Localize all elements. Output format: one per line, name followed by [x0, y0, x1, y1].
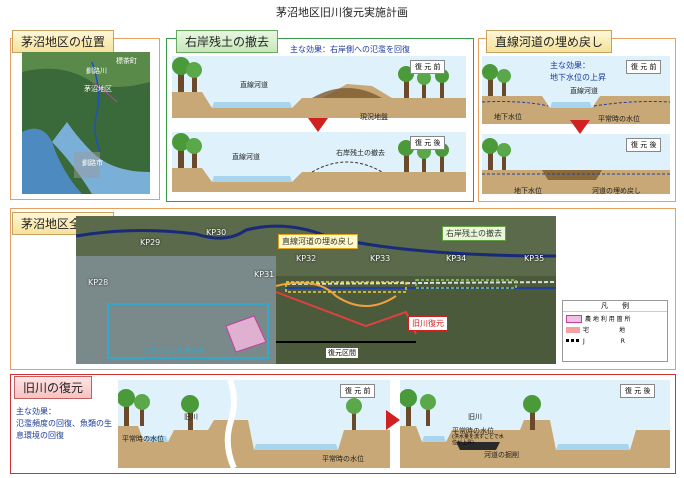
- reference-site-label: リファレンスサイト: [142, 347, 205, 355]
- down-arrow-icon: [308, 118, 328, 132]
- map-label-kayanuma: 茅沼地区: [84, 85, 112, 93]
- callout-restore-old-river: 旧川復元: [408, 316, 448, 331]
- old-river-tag: 旧川の復元: [14, 376, 93, 399]
- old-river-after-status: 復 元 後: [620, 384, 656, 398]
- overview-aerial-map: [76, 216, 556, 364]
- straight-channel-after-label-groundwater: 地下水位: [514, 187, 542, 195]
- legend-title: 凡 例: [563, 301, 667, 312]
- straight-channel-before-label-channel: 直線河道: [570, 87, 598, 95]
- legend-item-residential: 宅 地: [566, 325, 664, 334]
- old-river-after-label-excavation: 河道の掘削: [484, 451, 519, 459]
- right-bank-after-label-removal: 右岸残土の撤去: [336, 149, 385, 157]
- right-bank-after-label-channel: 直線河道: [232, 153, 260, 161]
- callout-fill-channel: 直線河道の埋め戻し: [278, 234, 358, 249]
- down-arrow-icon: [570, 120, 590, 134]
- straight-channel-tag: 直線河道の埋め戻し: [486, 30, 613, 53]
- right-bank-before-diagram: [172, 56, 466, 118]
- restoration-section-label: 復元区間: [326, 348, 358, 358]
- page-title: 茅沼地区旧川復元実施計画: [276, 6, 408, 19]
- jr-swatch: [566, 339, 580, 342]
- straight-channel-after-label-fill: 河道の埋め戻し: [592, 187, 641, 195]
- right-arrow-icon: [386, 410, 400, 430]
- old-river-before-label-old-river: 旧川: [184, 413, 198, 421]
- kp-29: KP29: [140, 238, 161, 247]
- right-bank-before-label-ground: 現況地盤: [360, 113, 388, 121]
- old-river-after-label-level: 平常時の水位: [452, 427, 494, 435]
- old-river-effect-label: 主な効果：: [16, 407, 56, 416]
- kp-33: KP33: [370, 254, 391, 263]
- legend-label-jr: J R: [583, 338, 625, 345]
- map-label-kushiro-river: 釧路川: [86, 67, 107, 75]
- straight-channel-effect-label: 主な効果：: [550, 61, 590, 70]
- old-river-after-label-note: (洪水量を流すことで水位が上昇): [452, 434, 504, 446]
- kp-30: KP30: [206, 228, 227, 237]
- right-bank-after-status: 復 元 後: [410, 136, 446, 150]
- map-label-kushiro-city: 釧路市: [82, 159, 103, 167]
- straight-channel-before-label-normal-level: 平常時の水位: [598, 115, 640, 123]
- location-tag: 茅沼地区の位置: [12, 30, 115, 53]
- straight-channel-after-status: 復 元 後: [626, 138, 662, 152]
- old-river-after-label-old-river: 旧川: [468, 413, 482, 421]
- old-river-effect: 氾濫頻度の回復、魚類の生息環境の回復: [16, 419, 112, 440]
- callout-remove-bank: 右岸残土の撤去: [442, 226, 506, 241]
- farmland-swatch: [566, 314, 582, 323]
- straight-channel-effect: 地下水位の上昇: [550, 73, 606, 82]
- residential-swatch: [566, 326, 580, 333]
- legend-label-farmland: 農 地 利 用 箇 所: [585, 316, 631, 323]
- right-bank-before-status: 復 元 前: [410, 60, 446, 74]
- right-bank-before-label-channel: 直線河道: [240, 81, 268, 89]
- location-map: [22, 52, 150, 194]
- right-bank-tag: 右岸残土の撤去: [176, 30, 279, 53]
- straight-channel-before-status: 復 元 前: [626, 60, 662, 74]
- legend-item-farmland: 農 地 利 用 箇 所: [566, 314, 664, 323]
- map-label-shibecha: 標茶町: [116, 57, 137, 65]
- legend-item-jr: J R: [566, 336, 664, 345]
- straight-channel-before-diagram: [482, 56, 670, 124]
- old-river-before-label-level-1: 平常時の水位: [122, 435, 164, 443]
- kp-34: KP34: [446, 254, 467, 263]
- legend-box: 凡 例 農 地 利 用 箇 所 宅 地 J R: [562, 300, 668, 362]
- old-river-before-label-level-2: 平常時の水位: [322, 455, 364, 463]
- legend-label-residential: 宅 地: [583, 327, 626, 334]
- kp-31: KP31: [254, 270, 275, 279]
- right-bank-effect: 主な効果：右岸側への氾濫を回復: [290, 45, 410, 54]
- straight-channel-before-label-groundwater: 地下水位: [494, 113, 522, 121]
- kp-28: KP28: [88, 278, 109, 287]
- old-river-before-status: 復 元 前: [340, 384, 376, 398]
- kp-32: KP32: [296, 254, 317, 263]
- kp-35: KP35: [524, 254, 545, 263]
